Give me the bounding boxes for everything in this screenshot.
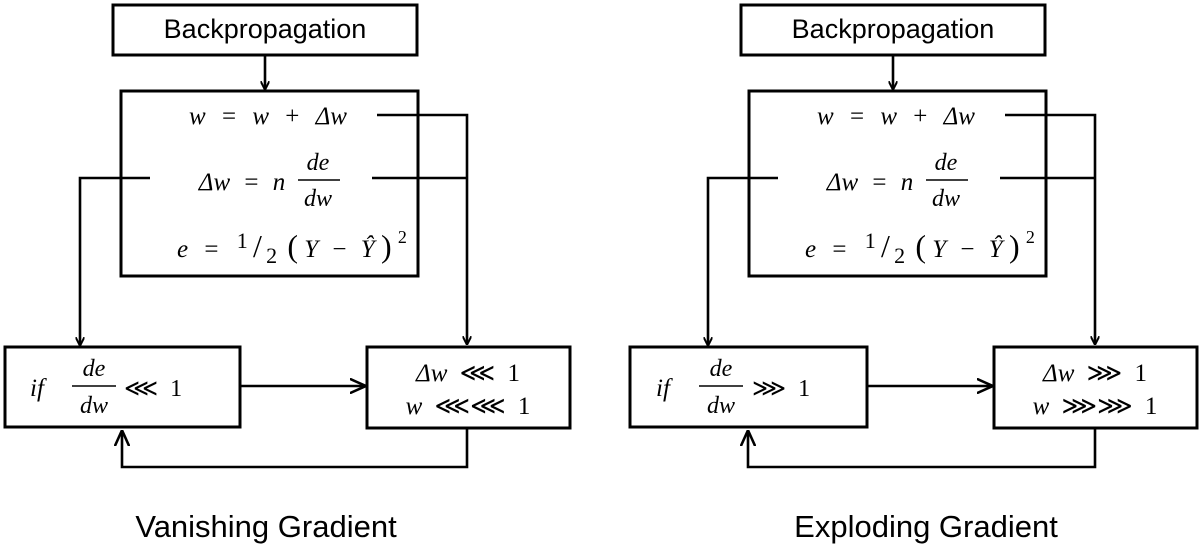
svg-text:Δw = n: Δw = n bbox=[198, 169, 285, 196]
svg-text:de: de bbox=[710, 356, 733, 382]
backprop-label: Backpropagation bbox=[164, 14, 367, 44]
panel-vanishing: Backpropagation w = w + Δw Δw = n de dw bbox=[3, 3, 572, 544]
result-expression: Δw ⋙ 1 w ⋙⋙ 1 bbox=[1033, 360, 1158, 420]
arrow-update-to-result bbox=[1005, 113, 1095, 344]
svg-text:w ⋙⋙ 1: w ⋙⋙ 1 bbox=[1033, 393, 1158, 420]
error-equation: e = 1 / 2 ( Y − Ŷ ) 2 bbox=[805, 227, 1035, 269]
backprop-box bbox=[111, 3, 419, 57]
condition-expression: if de dw ⋙ 1 bbox=[656, 356, 810, 419]
svg-text:de: de bbox=[83, 356, 106, 382]
caption-exploding: Exploding Gradient bbox=[794, 509, 1058, 544]
arrow-update-to-result bbox=[377, 113, 467, 344]
svg-text:dw: dw bbox=[80, 393, 108, 419]
result-expression: Δw ⋘ 1 w ⋘⋘ 1 bbox=[406, 360, 531, 420]
svg-text:Δw = n: Δw = n bbox=[826, 169, 913, 196]
backprop-box bbox=[739, 3, 1047, 57]
panel-exploding: Backpropagation w = w + Δw Δw = n de dw bbox=[628, 3, 1199, 544]
arrow-delta-to-condition bbox=[80, 176, 150, 345]
svg-text:if: if bbox=[656, 375, 673, 402]
svg-text:w ⋘⋘ 1: w ⋘⋘ 1 bbox=[406, 393, 531, 420]
svg-text:Δw ⋘ 1: Δw ⋘ 1 bbox=[415, 360, 520, 387]
svg-text:⋙ 1: ⋙ 1 bbox=[752, 376, 810, 402]
weight-update-equation: w = w + Δw bbox=[189, 103, 347, 130]
delta-w-equation: Δw = n de dw bbox=[826, 150, 968, 212]
svg-text:de: de bbox=[935, 150, 958, 176]
svg-text:if: if bbox=[30, 375, 47, 402]
condition-box bbox=[628, 345, 869, 429]
svg-text:Δw ⋙ 1: Δw ⋙ 1 bbox=[1042, 360, 1147, 387]
feedback-loop-arrow bbox=[122, 428, 469, 469]
svg-text:⋘ 1: ⋘ 1 bbox=[124, 376, 182, 402]
svg-text:e = 1: e = 1 / 2 ( Y − Ŷ ) 2 bbox=[805, 227, 1035, 269]
result-box bbox=[365, 345, 572, 430]
weight-update-equation: w = w + Δw bbox=[817, 103, 975, 130]
svg-text:dw: dw bbox=[707, 393, 735, 419]
svg-text:w = w: w = w + Δw bbox=[189, 103, 347, 130]
error-equation: e = 1 / 2 ( Y − Ŷ ) 2 bbox=[177, 227, 407, 269]
condition-expression: if de dw ⋘ 1 bbox=[30, 356, 182, 419]
caption-vanishing: Vanishing Gradient bbox=[135, 509, 397, 544]
delta-w-equation: Δw = n de dw bbox=[198, 150, 340, 212]
svg-text:dw: dw bbox=[304, 186, 332, 212]
condition-box bbox=[3, 345, 242, 429]
svg-text:e = 1: e = 1 / 2 ( Y − Ŷ ) 2 bbox=[177, 227, 407, 269]
arrow-delta-to-condition bbox=[708, 176, 778, 345]
svg-text:de: de bbox=[307, 150, 330, 176]
svg-text:w = w: w = w + Δw bbox=[817, 103, 975, 130]
feedback-loop-arrow bbox=[748, 428, 1097, 469]
equations-box bbox=[119, 89, 420, 278]
equations-box bbox=[747, 89, 1048, 278]
backprop-label: Backpropagation bbox=[792, 14, 995, 44]
svg-text:dw: dw bbox=[932, 186, 960, 212]
result-box bbox=[992, 345, 1199, 430]
